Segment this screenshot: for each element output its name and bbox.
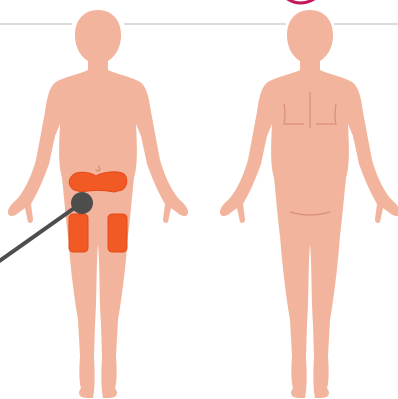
back-body-silhouette [220, 10, 398, 398]
right-thigh-zone[interactable] [108, 214, 127, 252]
accent-arc [286, 0, 316, 3]
front-view [0, 10, 188, 398]
back-view [220, 10, 398, 398]
left-thigh-zone[interactable] [69, 214, 88, 252]
pointer-head [71, 192, 93, 214]
front-body-silhouette [8, 10, 188, 398]
abdomen-zone[interactable] [69, 172, 127, 192]
